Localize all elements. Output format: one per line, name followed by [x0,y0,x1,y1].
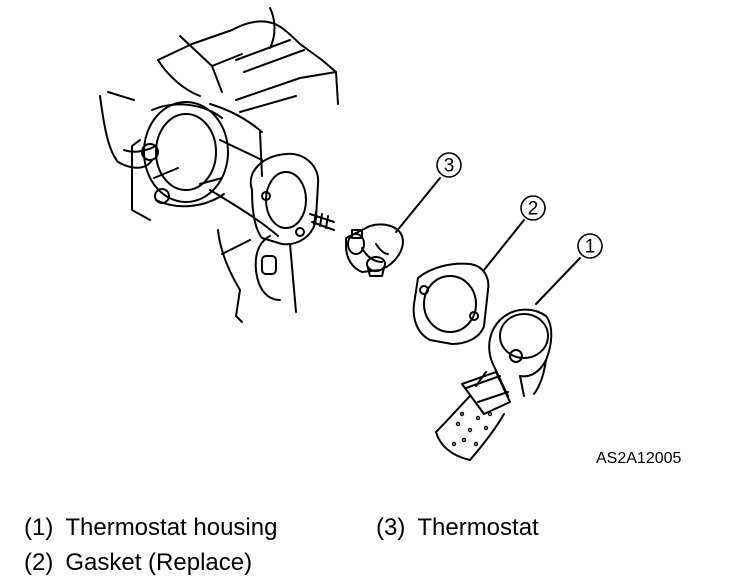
legend-number-1: (1) [24,514,54,541]
callout-3: 3 [436,152,462,178]
figure-id: AS2A12005 [596,450,682,467]
legend-number-3: (3) [376,514,406,541]
gasket [412,262,490,345]
callout-2-number: 2 [528,199,539,220]
callout-1-number: 1 [585,237,596,258]
legend-row-2: (2) Gasket (Replace) [24,549,252,577]
legend-item-1: (1) Thermostat housing [24,514,277,542]
callout-1: 1 [577,233,603,259]
engine-block [99,7,339,323]
legend-item-2: (2) Gasket (Replace) [24,549,252,577]
callout-2: 2 [520,195,546,221]
legend-item-3: (3) Thermostat [376,514,539,542]
legend-row-1: (1) Thermostat housing (3) Thermostat [24,514,539,542]
callout-3-number: 3 [444,156,455,177]
radiator-hose [435,395,505,461]
thermostat-exploded-diagram: 3 2 1 AS2A12005 [99,7,682,467]
thermostat-housing [461,308,553,415]
legend-label-1: Thermostat housing [65,514,278,541]
legend-label-3: Thermostat [417,514,539,541]
legend-label-2: Gasket (Replace) [65,549,253,576]
thermostat [345,223,404,277]
callout-leaders [395,177,581,305]
legend-number-2: (2) [24,549,54,576]
